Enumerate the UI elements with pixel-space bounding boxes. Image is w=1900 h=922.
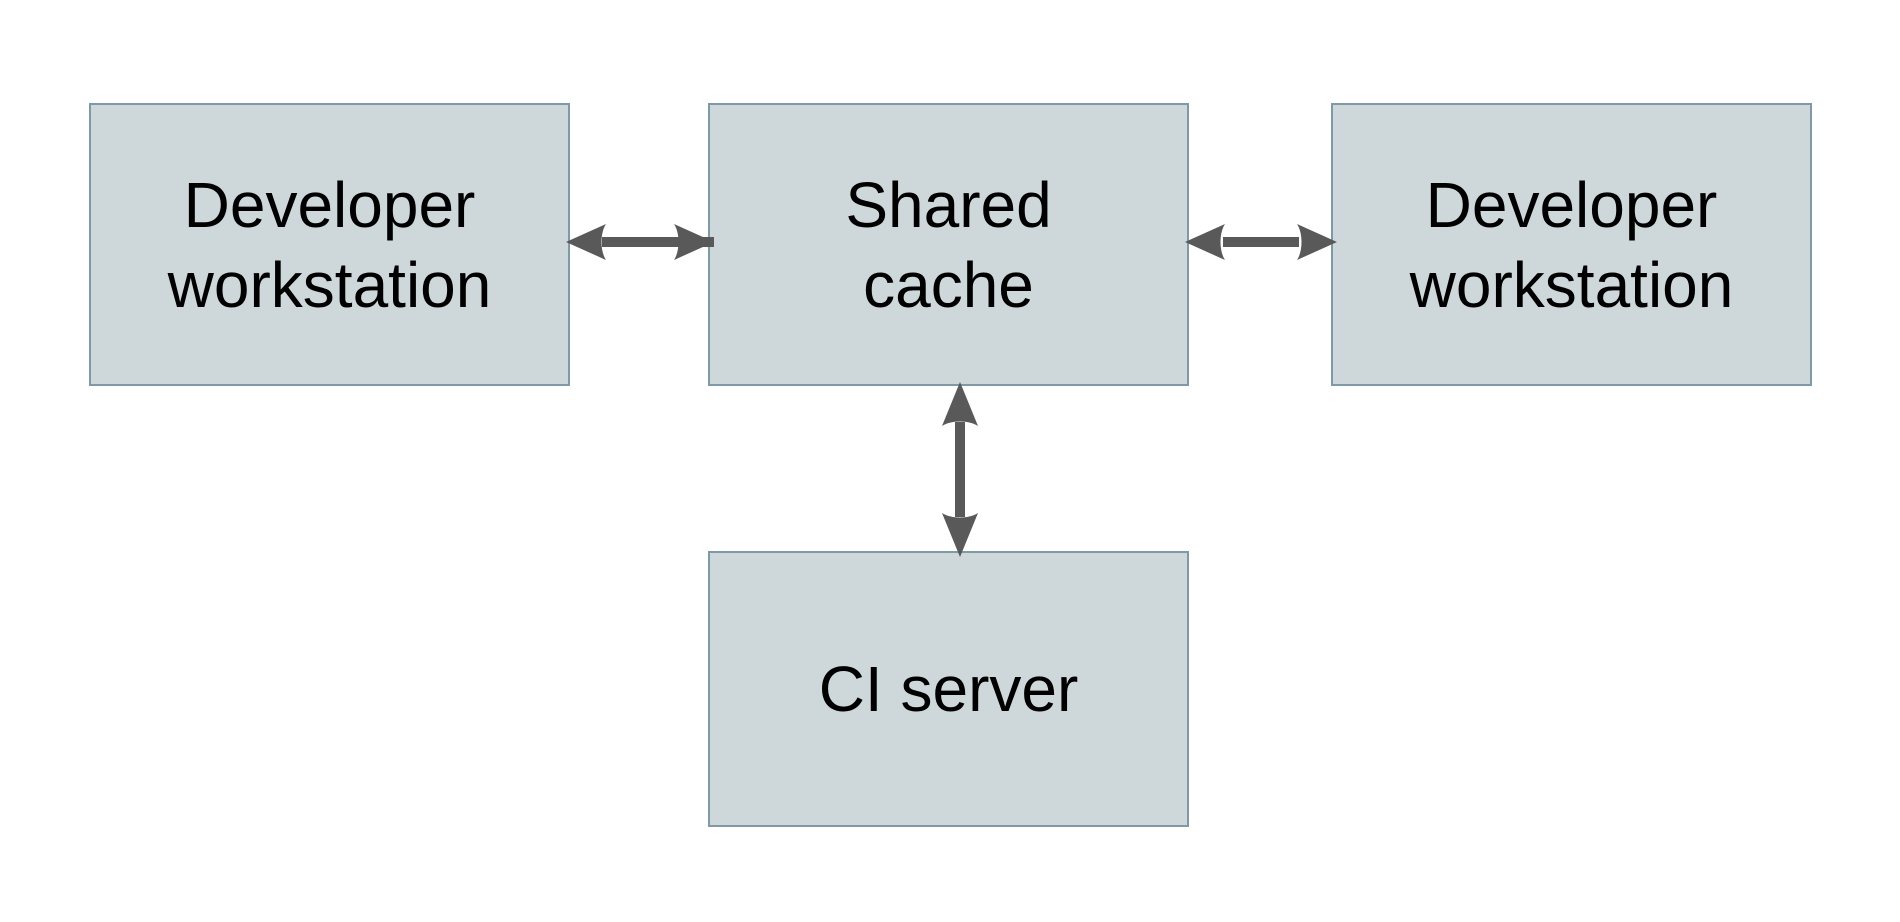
node-developer-workstation-left[interactable]: Developer workstation: [89, 103, 570, 386]
node-shared-cache[interactable]: Shared cache: [708, 103, 1189, 386]
double-arrow-icon-left: [566, 224, 714, 260]
node-label-ci-server: CI server: [818, 653, 1079, 725]
node-label-developer-workstation-right: Developer workstation: [1409, 168, 1734, 321]
node-developer-workstation-right[interactable]: Developer workstation: [1331, 103, 1812, 386]
double-arrow-icon-bottom: [942, 382, 978, 557]
double-arrow-icon-right: [1185, 224, 1337, 260]
node-label-shared-cache: Shared cache: [845, 168, 1052, 321]
node-label-developer-workstation-left: Developer workstation: [167, 168, 492, 321]
node-ci-server[interactable]: CI server: [708, 551, 1189, 827]
